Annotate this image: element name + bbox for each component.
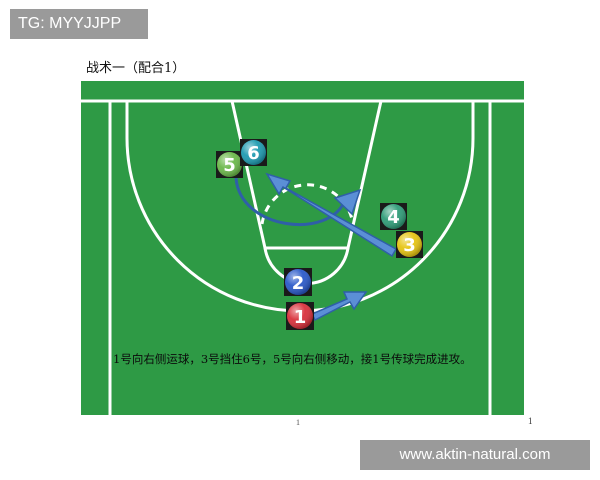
dribble-arrow-1 <box>310 291 368 322</box>
play-description: 1号向右侧运球，3号挡住6号，5号向右侧移动，接1号传球完成进攻。 <box>113 352 472 366</box>
watermark-bottom: www.aktin-natural.com <box>360 440 590 470</box>
watermark-top: TG: MYYJJPP <box>10 9 148 39</box>
screen-arrow-3 <box>265 172 398 258</box>
player-2-marker: 2 <box>284 268 312 296</box>
player-4-number: 4 <box>387 207 400 228</box>
cut-arc-5 <box>234 177 347 227</box>
player-3-number: 3 <box>403 235 416 256</box>
page-number: 1 <box>528 416 533 426</box>
restricted-dashed-arc <box>260 183 355 225</box>
player-3-marker: 3 <box>396 231 423 258</box>
play-title: 战术一（配合1） <box>86 61 186 76</box>
cut-arc-5-head <box>333 188 362 216</box>
free-throw-lane <box>230 100 383 250</box>
player-4-marker: 4 <box>380 203 407 230</box>
player-5-number: 5 <box>223 155 236 176</box>
player-1-number: 1 <box>294 307 307 328</box>
player-6-number: 6 <box>247 143 260 164</box>
player-6-marker: 6 <box>240 139 267 166</box>
footer-mark: 1 <box>296 418 300 427</box>
player-2-number: 2 <box>292 273 305 294</box>
player-5-marker: 5 <box>216 151 243 178</box>
player-1-marker: 1 <box>286 302 314 330</box>
